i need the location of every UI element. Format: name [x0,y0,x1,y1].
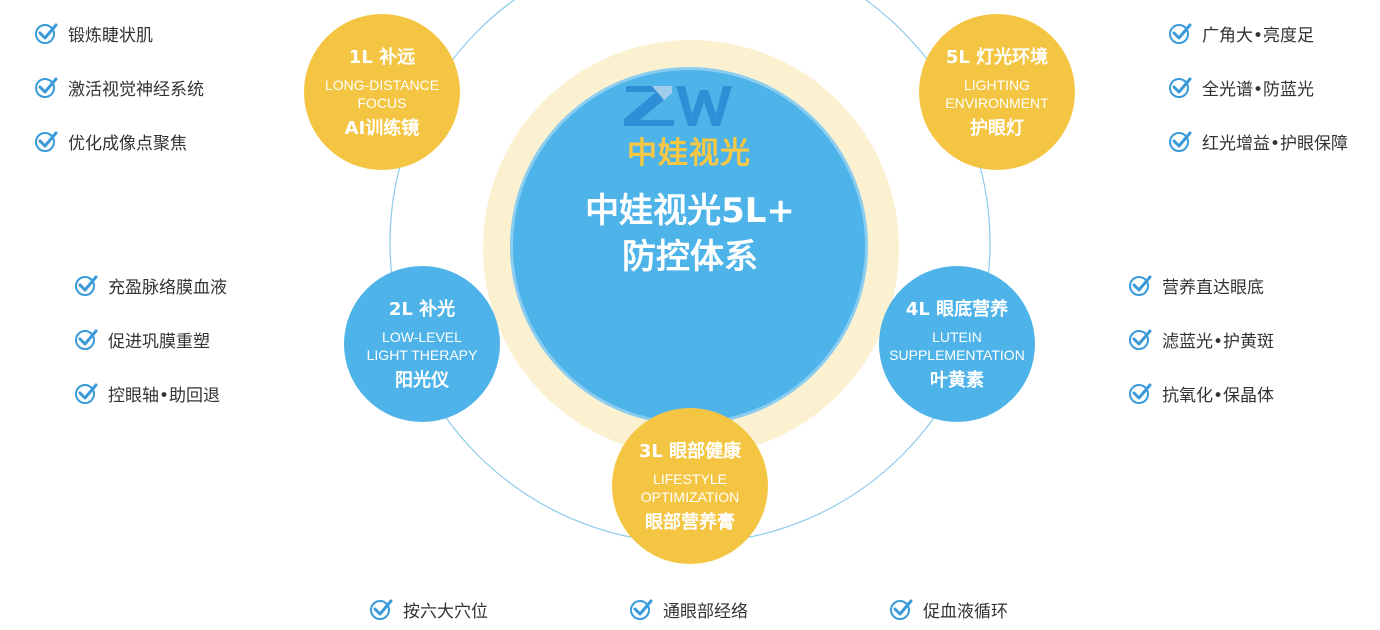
benefit-text: 通眼部经络 [663,601,748,622]
check-icon [1129,383,1152,404]
node-5l-english-line1: LIGHTING [963,77,1031,93]
list-item: 优化成像点聚焦 [34,114,204,168]
node-3l-title: 3L 眼部健康 [638,441,742,462]
benefit-text: 按六大穴位 [403,601,488,622]
benefit-text: 激活视觉神经系统 [68,79,204,100]
node-2l-title: 2L 补光 [388,299,456,320]
node-1l-title: 1L 补远 [348,47,416,68]
check-icon [35,131,58,152]
list-item: 滤蓝光•护黄斑 [1128,312,1274,366]
node-4l-english-line1: LUTEIN [932,329,982,345]
node-2l-product: 阳光仪 [395,370,449,391]
node-3l-product: 眼部营养膏 [645,512,735,533]
node-2l-english-line1: LOW-LEVEL [382,329,462,345]
list-item: 充盈脉络膜血液 [74,258,227,312]
benefit-list-1l: 锻炼睫状肌 激活视觉神经系统 优化成像点聚焦 [34,6,204,168]
benefit-text: 控眼轴•助回退 [108,385,221,406]
benefit-text: 广角大•亮度足 [1202,25,1315,46]
benefit-text: 滤蓝光•护黄斑 [1162,331,1275,352]
node-4l-english: LUTEIN SUPPLEMENTATION [879,328,1035,364]
check-icon [75,275,98,296]
benefit-text: 促进巩膜重塑 [108,331,210,352]
benefit-text: 全光谱•防蓝光 [1202,79,1315,100]
list-item: 营养直达眼底 [1128,258,1274,312]
list-item: 红光增益•护眼保障 [1168,114,1348,168]
system-title-line1: 中娃视光5L+ [585,191,795,231]
node-4l-title: 4L 眼底营养 [905,299,1009,320]
list-item: 促进巩膜重塑 [74,312,227,366]
benefit-text: 锻炼睫状肌 [68,25,153,46]
check-icon [370,599,393,620]
node-5l-title: 5L 灯光环境 [945,47,1049,68]
node-3l-english-line1: LIFESTYLE [653,471,727,487]
check-icon [1169,23,1192,44]
benefit-list-2l: 充盈脉络膜血液 促进巩膜重塑 控眼轴•助回退 [74,258,227,420]
node-1l-product: AI训练镜 [344,118,420,139]
node-2l: 2L 补光 LOW-LEVEL LIGHT THERAPY 阳光仪 [344,266,500,422]
node-5l-english-line2: ENVIRONMENT [945,95,1049,111]
list-item: 锻炼睫状肌 [34,6,204,60]
list-item: 按六大穴位 [369,594,488,624]
check-icon [630,599,653,620]
benefit-text: 营养直达眼底 [1162,277,1264,298]
node-1l-english-line1: LONG-DISTANCE [324,77,440,93]
check-icon [890,599,913,620]
node-5l-english: LIGHTING ENVIRONMENT [919,76,1075,112]
node-5l-product: 护眼灯 [970,118,1024,139]
check-icon [35,23,58,44]
check-icon [75,329,98,350]
benefit-list-5l: 广角大•亮度足 全光谱•防蓝光 红光增益•护眼保障 [1168,6,1348,168]
node-4l-product: 叶黄素 [930,370,984,391]
node-1l: 1L 补远 LONG-DISTANCE FOCUS AI训练镜 [304,14,460,170]
check-icon [35,77,58,98]
node-1l-english-line2: FOCUS [357,95,407,111]
check-icon [1169,77,1192,98]
check-icon [1129,329,1152,350]
list-item: 控眼轴•助回退 [74,366,227,420]
list-item: 抗氧化•保晶体 [1128,366,1274,420]
list-item: 广角大•亮度足 [1168,6,1348,60]
benefit-text: 红光增益•护眼保障 [1202,133,1349,154]
node-2l-english: LOW-LEVEL LIGHT THERAPY [344,328,500,364]
brand-name: 中娃视光 [627,136,751,171]
benefit-text: 充盈脉络膜血液 [108,277,227,298]
node-4l-english-line2: SUPPLEMENTATION [889,347,1025,363]
benefit-text: 抗氧化•保晶体 [1162,385,1275,406]
node-3l-english-line2: OPTIMIZATION [640,489,740,505]
node-4l: 4L 眼底营养 LUTEIN SUPPLEMENTATION 叶黄素 [879,266,1035,422]
benefit-text: 促血液循环 [923,601,1008,622]
check-icon [75,383,98,404]
system-title-line2: 防控体系 [622,237,758,277]
node-5l: 5L 灯光环境 LIGHTING ENVIRONMENT 护眼灯 [919,14,1075,170]
node-1l-english: LONG-DISTANCE FOCUS [304,76,460,112]
check-icon [1169,131,1192,152]
list-item: 促血液循环 [889,594,1008,624]
node-3l-english: LIFESTYLE OPTIMIZATION [612,470,768,506]
node-2l-english-line2: LIGHT THERAPY [366,347,478,363]
benefit-list-4l: 营养直达眼底 滤蓝光•护黄斑 抗氧化•保晶体 [1128,258,1274,420]
node-3l: 3L 眼部健康 LIFESTYLE OPTIMIZATION 眼部营养膏 [612,408,768,564]
list-item: 激活视觉神经系统 [34,60,204,114]
center-circle [510,67,868,425]
list-item: 全光谱•防蓝光 [1168,60,1348,114]
check-icon [1129,275,1152,296]
zw-logo-icon [624,86,732,126]
system-title: 中娃视光5L+ 防控体系 [540,188,840,280]
list-item: 通眼部经络 [629,594,748,624]
benefit-text: 优化成像点聚焦 [68,133,187,154]
